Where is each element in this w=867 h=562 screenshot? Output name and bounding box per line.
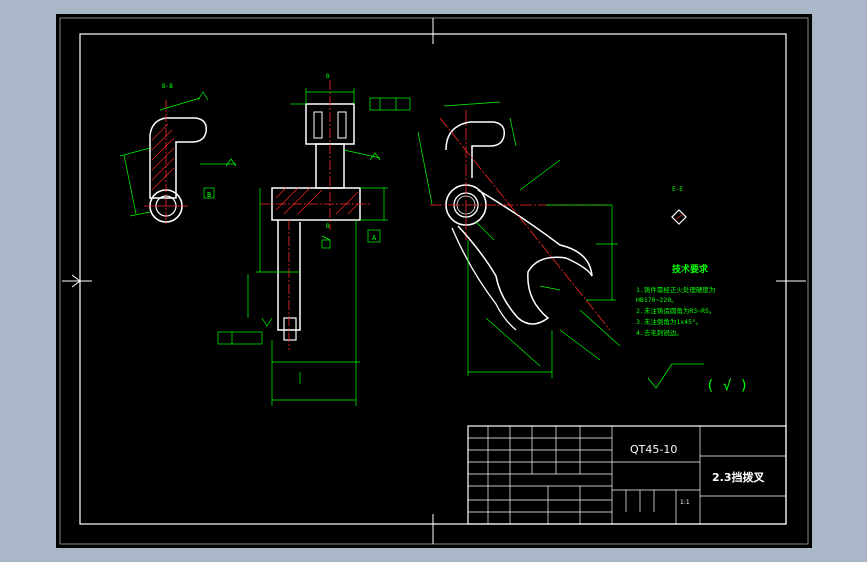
ee-hatch — [674, 213, 684, 221]
ee-section-shape — [671, 209, 687, 225]
side-centerline-diag — [439, 117, 611, 331]
tech-requirements: 技术要求 1.铸件需经正火处理硬度为 HB170~220。 2.未注铸造圆角为R… — [636, 263, 715, 337]
drawing-sheet — [56, 14, 812, 548]
fork-lower-edge — [451, 227, 517, 331]
tech-item-2: HB170~220。 — [636, 296, 678, 304]
fork-body — [457, 189, 593, 325]
arm-tip — [283, 317, 297, 341]
roughness-symbol: ( √ ) — [647, 363, 748, 394]
roughness-note: ( √ ) — [706, 378, 748, 394]
tech-item-3: 2.未注铸造圆角为R3~R5。 — [636, 306, 715, 315]
sheet-edge — [59, 17, 809, 545]
datum-a-mark: A — [372, 234, 377, 242]
top-boss-slot-right — [337, 111, 347, 139]
front-view: B B A B — [207, 73, 411, 406]
front-dimensions — [217, 88, 411, 406]
title-block: QT45-10 2.3挡拨叉 1:1 — [467, 425, 787, 525]
material-label: QT45-10 — [630, 443, 677, 456]
bb-dimensions — [119, 91, 237, 217]
scale-label: 1:1 — [680, 499, 690, 506]
section-ee-view: E-E — [671, 186, 687, 225]
centering-marks — [62, 18, 806, 544]
section-b-mark-bottom: B — [326, 223, 330, 230]
section-b-mark-top: B — [326, 73, 330, 80]
datum-b-mark: B — [207, 191, 211, 199]
section-bb-label: B-B — [162, 83, 173, 90]
part-name-label: 2.3挡拨叉 — [712, 470, 765, 484]
tech-item-5: 4.去毛刺锐边。 — [636, 328, 683, 337]
side-view — [417, 101, 621, 378]
top-boss-slot-left — [313, 111, 323, 139]
tech-heading: 技术要求 — [672, 263, 709, 275]
section-ee-label: E-E — [672, 186, 683, 193]
side-dimensions — [417, 101, 621, 378]
tech-item-4: 3.未注倒角为1x45°。 — [636, 317, 702, 326]
section-bb-view: B-B — [119, 83, 237, 226]
roughness-check-icon — [647, 363, 704, 389]
bb-outline — [149, 117, 208, 199]
bb-hatch — [151, 123, 175, 191]
title-block-grid — [468, 426, 786, 524]
upper-lever — [445, 121, 506, 178]
tech-item-1: 1.铸件需经正火处理硬度为 — [636, 285, 715, 294]
hub-hatch — [275, 187, 359, 215]
